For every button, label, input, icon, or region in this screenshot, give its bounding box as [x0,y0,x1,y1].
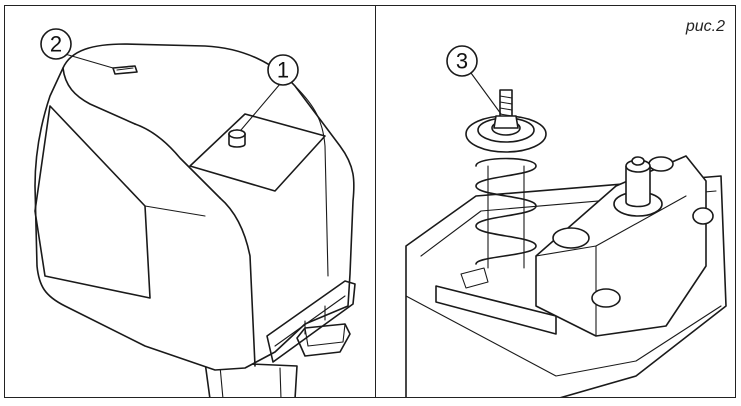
panel-closed-switch: 1 2 [4,5,376,398]
callout-circle-3 [446,45,478,77]
callout-label-1: 1 [277,58,289,83]
closed-switch-drawing: 1 2 [34,28,356,397]
panel-open-mechanism: рис.2 [376,5,736,398]
callout-label-2: 2 [50,32,62,57]
open-mechanism-drawing: 3 [405,45,727,397]
callout-circle-2 [40,28,72,60]
callout-circle-1 [267,54,299,86]
callout-label-3: 3 [456,49,468,74]
figure-caption: рис.2 [685,18,725,35]
